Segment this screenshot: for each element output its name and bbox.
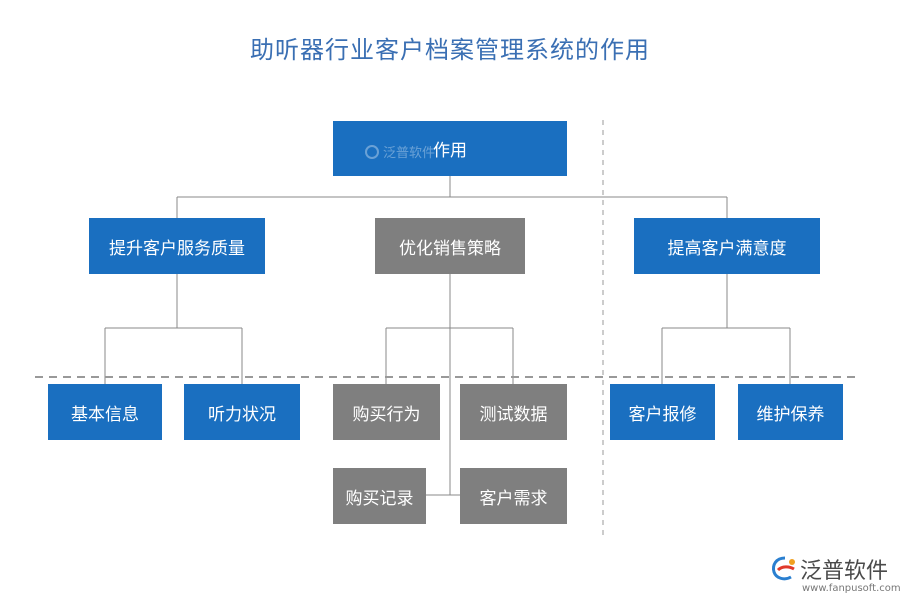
category-label: 优化销售策略 bbox=[399, 238, 501, 259]
fanpu-logo-icon bbox=[772, 556, 795, 581]
leaf-purchase-record: 购买记录 bbox=[333, 468, 426, 524]
leaf-basic-info: 基本信息 bbox=[48, 384, 162, 440]
leaf-label: 维护保养 bbox=[756, 404, 825, 425]
leaf-test-data: 测试数据 bbox=[460, 384, 567, 440]
brand-name: 泛普软件 bbox=[800, 559, 889, 584]
inner-watermark: 泛普软件 bbox=[365, 142, 435, 161]
logo-icon bbox=[365, 144, 379, 159]
category-label: 提升客户服务质量 bbox=[109, 238, 245, 259]
leaf-hearing-status: 听力状况 bbox=[184, 384, 300, 440]
leaf-label: 客户报修 bbox=[628, 404, 697, 425]
leaf-label: 测试数据 bbox=[479, 404, 548, 425]
leaf-repair-report: 客户报修 bbox=[610, 384, 715, 440]
inner-watermark-text: 泛普软件 bbox=[383, 146, 436, 161]
leaf-label: 购买记录 bbox=[345, 488, 414, 509]
category-satisfaction: 提高客户满意度 bbox=[634, 218, 820, 274]
leaf-purchase-behavior: 购买行为 bbox=[333, 384, 440, 440]
brand-url: www.fanpusoft.com bbox=[802, 583, 900, 594]
leaf-label: 客户需求 bbox=[479, 488, 548, 509]
category-label: 提高客户满意度 bbox=[667, 238, 787, 259]
brand-logo: 泛普软件 bbox=[770, 553, 888, 585]
root-label: 作用 bbox=[433, 141, 467, 161]
diagram-title: 助听器行业客户档案管理系统的作用 bbox=[250, 36, 650, 64]
root-node: 作用 bbox=[333, 121, 567, 176]
leaf-label: 基本信息 bbox=[71, 404, 139, 425]
leaf-label: 购买行为 bbox=[352, 404, 421, 425]
leaf-label: 听力状况 bbox=[208, 404, 276, 425]
category-service-quality: 提升客户服务质量 bbox=[89, 218, 265, 274]
leaf-maintenance: 维护保养 bbox=[738, 384, 843, 440]
category-sales-strategy: 优化销售策略 bbox=[375, 218, 525, 274]
leaf-customer-needs: 客户需求 bbox=[460, 468, 567, 524]
